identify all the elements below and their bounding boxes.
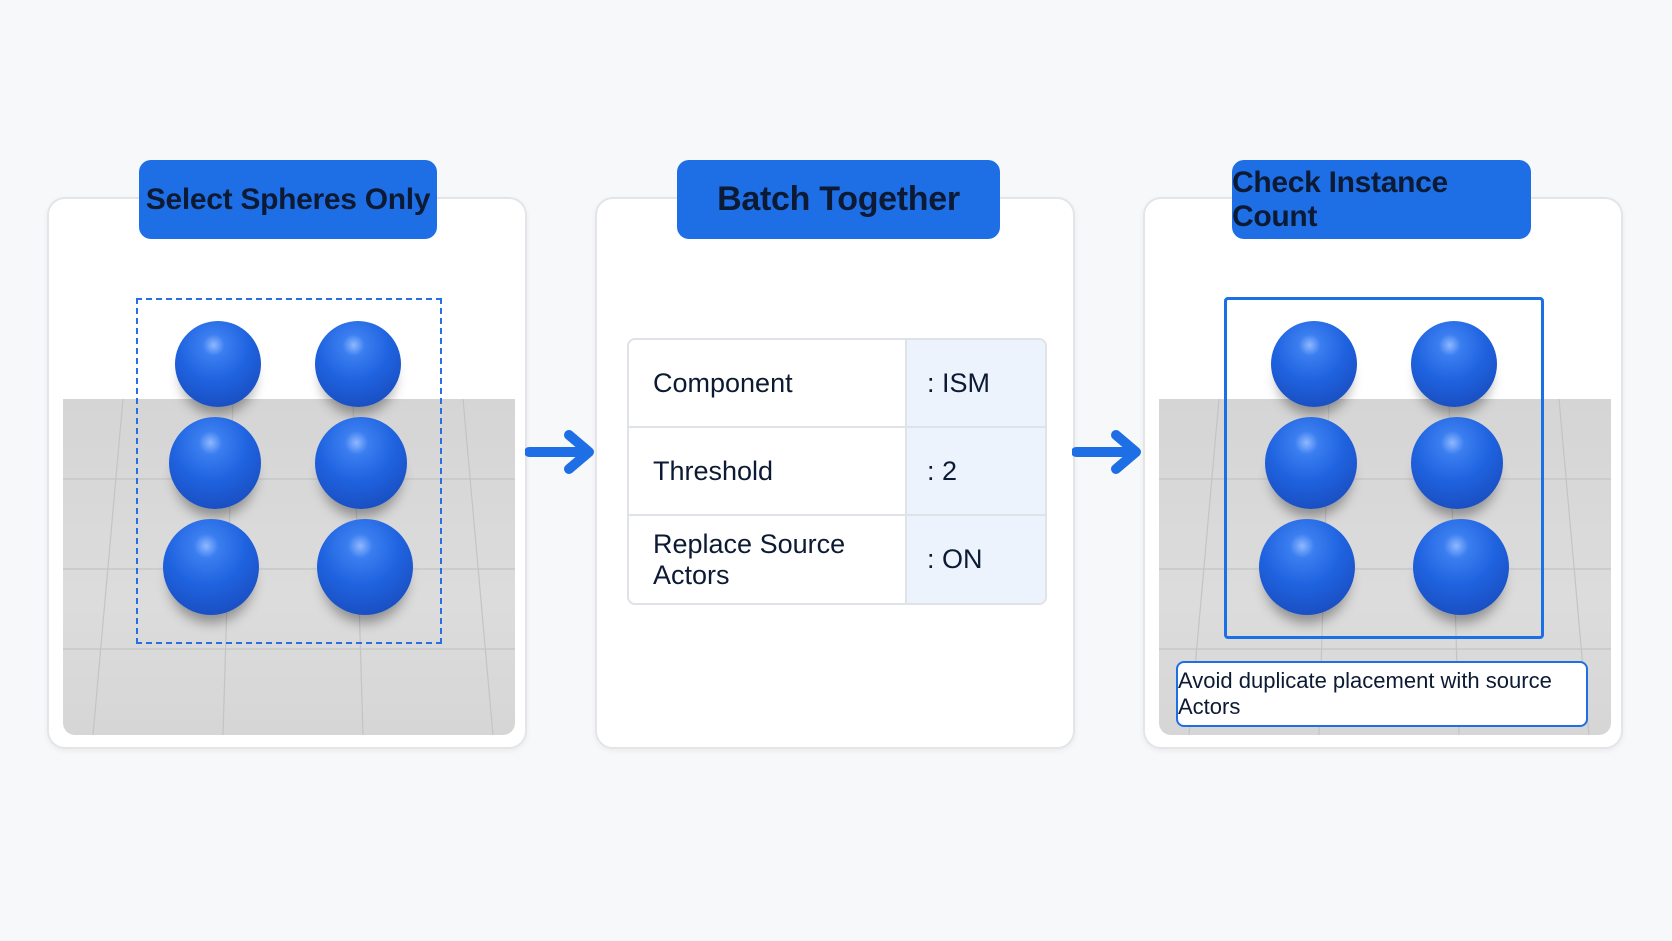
sphere-group: [1145, 199, 1621, 747]
settings-row: Component : ISM: [629, 340, 1045, 428]
sphere[interactable]: [315, 417, 407, 509]
step-panel-batch: Component : ISM Threshold : 2 Replace So…: [595, 197, 1075, 749]
sphere-group: [49, 199, 525, 747]
sphere[interactable]: [175, 321, 261, 407]
setting-key: Threshold: [629, 428, 907, 514]
selection-marquee: [136, 298, 442, 644]
step-title-batch: Batch Together: [677, 160, 1000, 239]
setting-value[interactable]: : 2: [907, 428, 1045, 514]
step-panel-check: Avoid duplicate placement with source Ac…: [1143, 197, 1623, 749]
step-title-select: Select Spheres Only: [139, 160, 437, 239]
step-panel-select: [47, 197, 527, 749]
batch-settings-table: Component : ISM Threshold : 2 Replace So…: [627, 338, 1047, 605]
setting-key: Component: [629, 340, 907, 426]
sphere[interactable]: [169, 417, 261, 509]
sphere[interactable]: [1413, 519, 1509, 615]
setting-value[interactable]: : ISM: [907, 340, 1045, 426]
arrow-right-icon: [1072, 430, 1141, 474]
sphere[interactable]: [1259, 519, 1355, 615]
sphere[interactable]: [1271, 321, 1357, 407]
sphere[interactable]: [317, 519, 413, 615]
settings-row: Threshold : 2: [629, 428, 1045, 516]
sphere[interactable]: [1265, 417, 1357, 509]
step-title-check: Check Instance Count: [1232, 160, 1531, 239]
settings-row: Replace Source Actors : ON: [629, 516, 1045, 603]
setting-key: Replace Source Actors: [629, 516, 907, 603]
viewport-floor: [63, 399, 515, 735]
sphere[interactable]: [315, 321, 401, 407]
arrow-right-icon: [525, 430, 594, 474]
sphere[interactable]: [1411, 417, 1503, 509]
instance-bounds-box: [1224, 297, 1544, 639]
sphere[interactable]: [163, 519, 259, 615]
setting-value[interactable]: : ON: [907, 516, 1045, 603]
warning-note: Avoid duplicate placement with source Ac…: [1176, 661, 1588, 727]
sphere[interactable]: [1411, 321, 1497, 407]
